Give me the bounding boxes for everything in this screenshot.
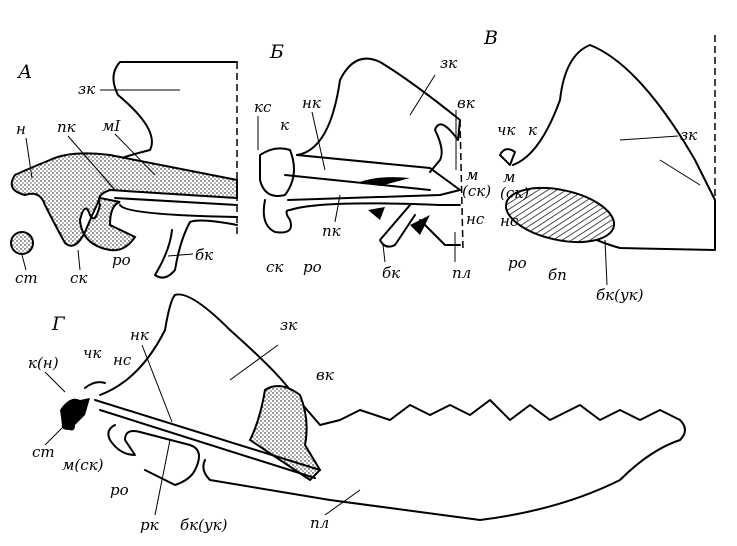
label-pk: пк bbox=[57, 118, 76, 136]
label-zk: зк bbox=[78, 80, 95, 98]
malleus-dark bbox=[60, 398, 90, 431]
label-chk-g: чк bbox=[83, 344, 101, 362]
label-bkuk-g: бк(ук) bbox=[180, 516, 228, 534]
label-bp-v: бп bbox=[548, 266, 567, 284]
label-zk-v: зк bbox=[680, 126, 697, 144]
label-m-b: м bbox=[466, 166, 478, 184]
label-ro-v: ро bbox=[508, 254, 527, 272]
panel-letter-b: Б bbox=[269, 41, 284, 63]
label-bk-b: бк bbox=[382, 264, 400, 282]
label-ro: ро bbox=[112, 251, 131, 269]
label-rk-g: рк bbox=[140, 516, 159, 534]
label-ns-b: нс bbox=[466, 210, 485, 228]
panel-a: А зк н пк мI ст ск ро бк bbox=[10, 61, 238, 287]
label-chk-v: чк bbox=[497, 121, 515, 139]
label-nk-g: нк bbox=[130, 326, 149, 344]
label-st: ст bbox=[15, 269, 38, 287]
label-mi: мI bbox=[102, 117, 121, 135]
label-pk-b: пк bbox=[322, 222, 341, 240]
panel-letter-g: Г bbox=[51, 313, 66, 335]
stippled-bones-a bbox=[10, 152, 238, 252]
label-sk-b: ск bbox=[266, 258, 283, 276]
label-ro-g: ро bbox=[110, 481, 129, 499]
label-zk-g: зк bbox=[280, 316, 297, 334]
panel-v: В чк к зк м (ск) нс ро бп бк(ук) bbox=[483, 27, 716, 304]
shaded-regions-b bbox=[360, 177, 430, 235]
stapes-shape bbox=[10, 231, 34, 255]
label-msk-v: (ск) bbox=[500, 184, 529, 202]
label-st-g: ст bbox=[32, 443, 55, 461]
coronoid-outline-b bbox=[296, 57, 461, 173]
label-vk-g: вк bbox=[316, 366, 334, 384]
dentary-a bbox=[114, 197, 238, 279]
label-pl-g: пл bbox=[310, 514, 329, 532]
label-zk-b: зк bbox=[440, 54, 457, 72]
label-msk-b: (ск) bbox=[462, 182, 491, 200]
label-kn: к(н) bbox=[28, 354, 59, 372]
panel-letter-v: В bbox=[483, 27, 498, 49]
mandible-outline-g bbox=[99, 293, 686, 521]
label-ro-b: ро bbox=[303, 258, 322, 276]
label-vk: вк bbox=[457, 94, 475, 112]
label-nk: нк bbox=[302, 94, 321, 112]
label-sk: ск bbox=[70, 269, 87, 287]
label-ns-g: нс bbox=[113, 351, 132, 369]
ear-ossicles-v bbox=[499, 148, 516, 166]
label-pl-b: пл bbox=[452, 264, 471, 282]
tympanic-bone-bp bbox=[504, 187, 616, 243]
tympanic-chk bbox=[84, 381, 106, 389]
jaw-body-b bbox=[259, 147, 461, 248]
label-bkuk-v: бк(ук) bbox=[596, 286, 644, 304]
reflected-lamina-g bbox=[94, 399, 321, 486]
angular-stippled-vk bbox=[248, 385, 322, 482]
panel-g: Г к(н) чк нс нк зк вк ст м(ск) ро рк бк(… bbox=[28, 293, 686, 534]
angular-process-outline bbox=[112, 61, 238, 161]
panel-letter-a: А bbox=[16, 61, 32, 83]
label-ks: кс bbox=[254, 98, 272, 116]
label-bk: бк bbox=[195, 246, 213, 264]
label-n: н bbox=[16, 120, 26, 138]
panel-b: Б кс к нк зк вк м (ск) нс пк ск ро бк пл bbox=[254, 41, 491, 282]
label-m-v: м bbox=[503, 168, 515, 186]
label-msk-g: м(ск) bbox=[62, 456, 104, 474]
label-k-v: к bbox=[528, 121, 537, 139]
label-ns-v: нс bbox=[500, 212, 519, 230]
label-k: к bbox=[280, 116, 289, 134]
